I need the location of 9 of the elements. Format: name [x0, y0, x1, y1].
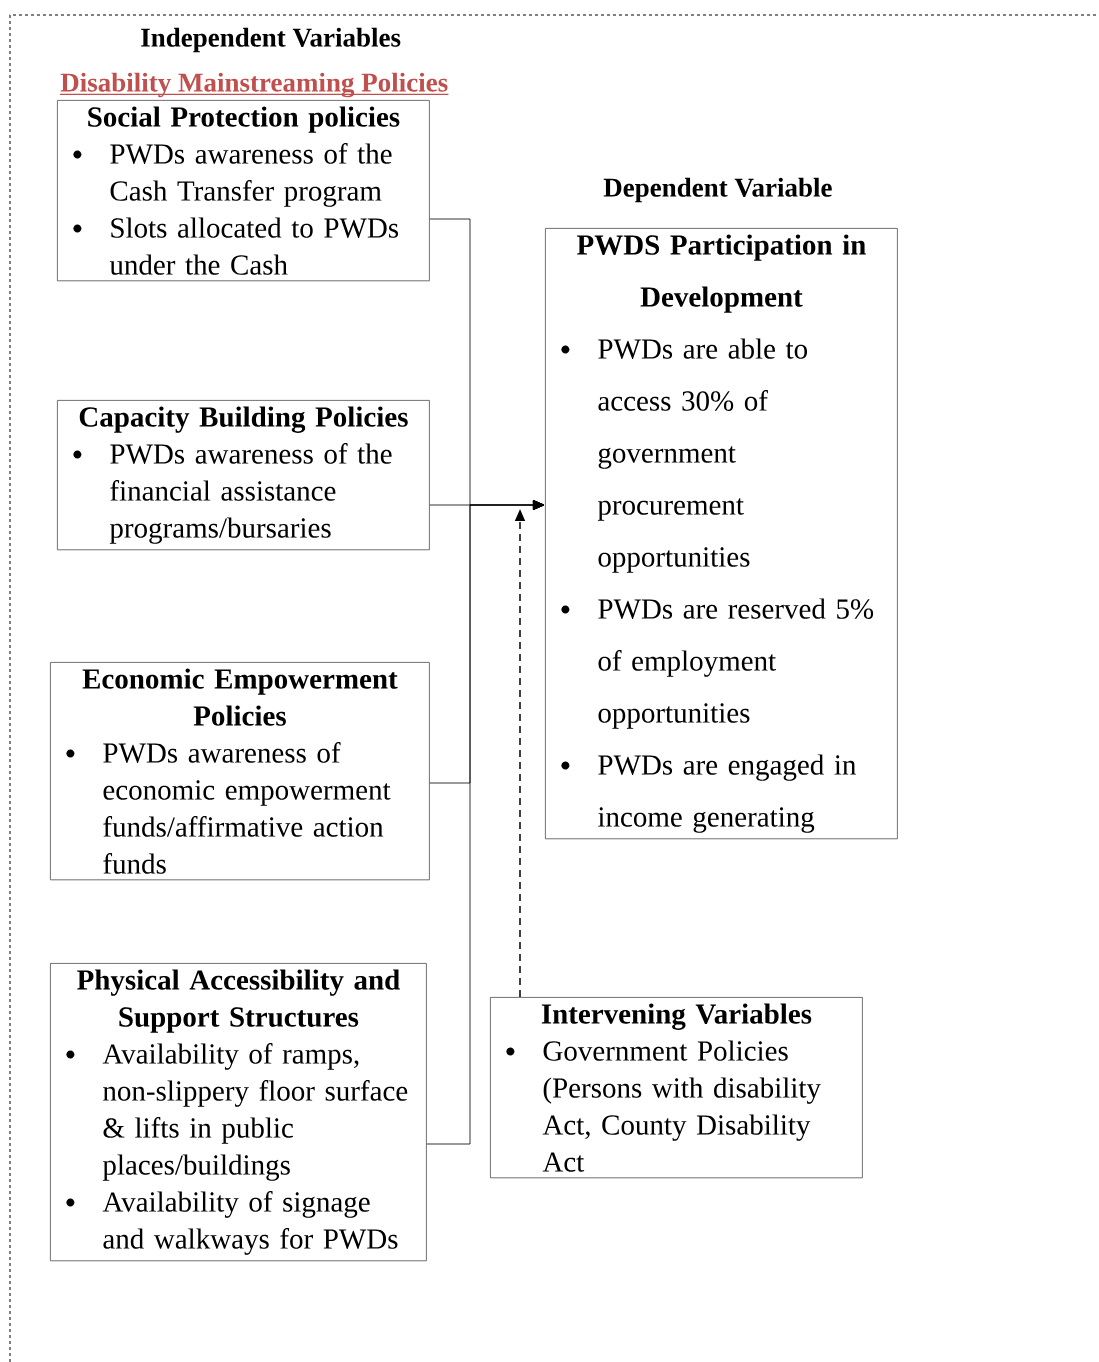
variable-box: Capacity Building Policies PWDs awareness of the financial assistance programs/bursaries	[57, 400, 430, 551]
heading: Independent Variables	[141, 27, 401, 53]
connector-arrow	[426, 500, 545, 1145]
variable-box: PWDS Participation in Development PWDs are able to access 30% of government procurement opportunities PWDs are reserved 5% of employment opportunities PWDs are engaged in income generating	[545, 228, 898, 840]
variable-box: Intervening Variables Government Policies (Persons with disability Act, County Disability Act	[490, 997, 863, 1179]
variable-box: Economic Empowerment Policies PWDs awareness of economic empowerment funds/affirmative action funds	[50, 662, 430, 881]
variable-box: Physical Accessibility and Support Structures Availability of ramps, non-slippery floor surface & lifts in public places/buildings Availability of signage and walkways for PWDs	[50, 963, 427, 1262]
heading: Dependent Variable	[603, 177, 832, 203]
variable-box: Social Protection policies PWDs awareness of the Cash Transfer program Slots allocated to PWDs under the Cash	[57, 100, 430, 282]
